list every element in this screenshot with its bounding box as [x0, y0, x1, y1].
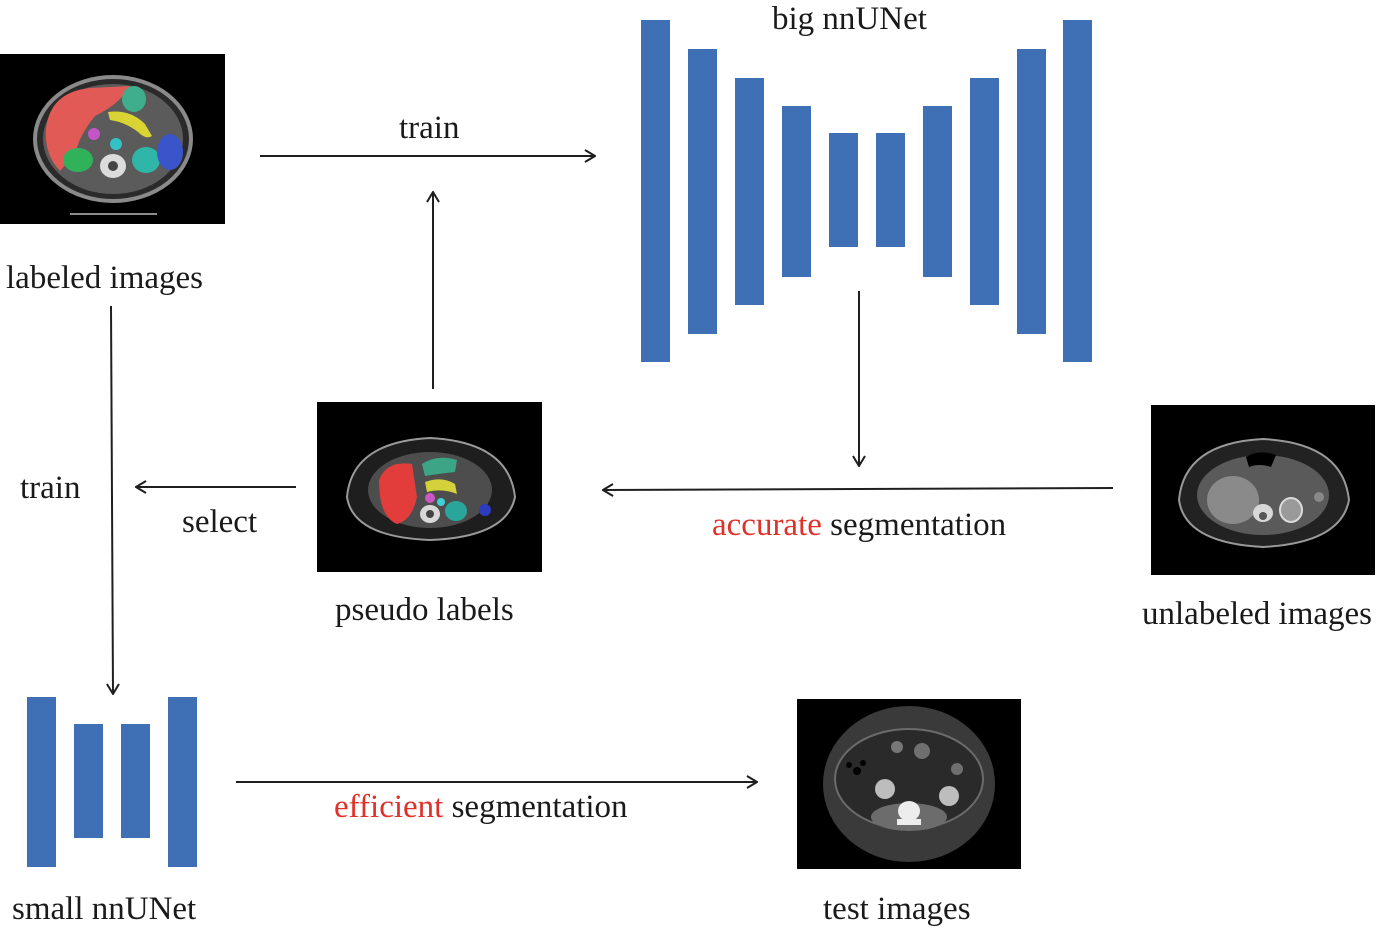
arrow-accurate-segmentation [603, 488, 1114, 490]
big-nnunet-layer-10 [1063, 20, 1092, 362]
test-ct-image [797, 699, 1021, 869]
labeled-images-label: labeled images [6, 260, 204, 296]
accurate-segmentation-label: accurate segmentation [712, 509, 1006, 542]
small-nnunet-layer-3 [121, 724, 150, 838]
train-top-label: train [399, 110, 460, 146]
small-nnunet-layer-4 [168, 697, 197, 867]
labeled-ct-image [0, 54, 225, 224]
efficient-highlight: efficient [334, 789, 444, 825]
accurate-highlight: accurate [712, 507, 822, 543]
small-nnunet-label: small nnUNet [12, 891, 197, 927]
train-left-label: train [20, 470, 81, 506]
big-nnunet-layer-1 [641, 20, 670, 362]
big-nnunet-layer-7 [923, 106, 952, 277]
big-nnunet-layer-9 [1017, 49, 1046, 334]
unlabeled-images-label: unlabeled images [1142, 596, 1373, 632]
pseudo-labels-ct-image [317, 402, 542, 572]
big-nnunet-layer-2 [688, 49, 717, 334]
big-nnunet-layer-5 [829, 133, 858, 247]
segmentation-text: segmentation [443, 789, 628, 825]
big-nnunet-layer-8 [970, 78, 999, 305]
unlabeled-ct-image [1151, 405, 1375, 575]
small-nnunet-layer-2 [74, 724, 103, 838]
big-nnunet-layer-4 [782, 106, 811, 277]
test-images-label: test images [823, 891, 971, 927]
pseudo-labels-label: pseudo labels [335, 592, 514, 628]
arrow-train-to-small-nnunet [111, 305, 113, 694]
big-nnunet-layer-3 [735, 78, 764, 305]
segmentation-text: segmentation [821, 507, 1007, 543]
big-nnunet-layer-6 [876, 133, 905, 247]
small-nnunet-layer-1 [27, 697, 56, 867]
select-label: select [182, 504, 258, 540]
efficient-segmentation-label: efficient segmentation [334, 791, 628, 824]
big-nnunet-label: big nnUNet [772, 1, 927, 37]
